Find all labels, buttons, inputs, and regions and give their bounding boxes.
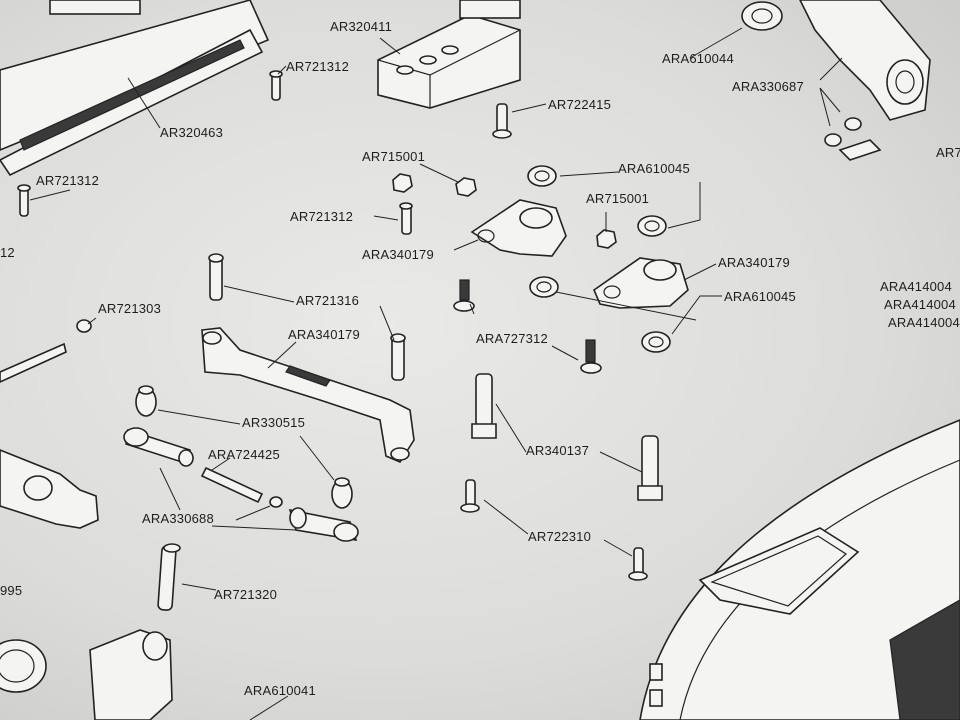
rod-end-ara330688-a bbox=[123, 427, 194, 467]
label-ar722310: AR722310 bbox=[528, 529, 592, 544]
label-ar340137: AR340137 bbox=[526, 443, 590, 458]
drive-shaft-left bbox=[0, 342, 99, 529]
label-ar715001-a: AR715001 bbox=[362, 149, 426, 164]
label-ara610041: ARA610041 bbox=[244, 683, 316, 698]
nut-ar715001-c bbox=[596, 229, 617, 249]
pin-ar721312-center bbox=[399, 202, 413, 235]
label-ara610044: ARA610044 bbox=[662, 51, 734, 66]
ball-end-ar330515-b bbox=[331, 477, 353, 509]
label-ara724425: ARA724425 bbox=[208, 447, 280, 462]
bearing-ara610045-4 bbox=[641, 331, 671, 353]
ball-stud-ara727312-a bbox=[453, 279, 475, 312]
label-ar320411: AR320411 bbox=[330, 19, 393, 34]
drag-link-ara340179 bbox=[201, 327, 415, 464]
nut-ar715001-b bbox=[455, 177, 477, 197]
label-edge-ar7: AR7 bbox=[936, 145, 960, 160]
label-ara330688: ARA330688 bbox=[142, 511, 214, 526]
label-ar715001-b: AR715001 bbox=[586, 191, 650, 206]
knuckle-part-ara330687 bbox=[741, 0, 931, 161]
arm-part-ar320463 bbox=[0, 0, 270, 177]
hub-ara610041 bbox=[0, 629, 173, 720]
label-ara610045-a: ARA610045 bbox=[618, 161, 690, 176]
label-ar721312-top: AR721312 bbox=[286, 59, 350, 74]
label-ara340179-a: ARA340179 bbox=[362, 247, 434, 262]
rod-ara724425 bbox=[200, 466, 264, 504]
pin-ar721316-right bbox=[390, 333, 406, 381]
pin-ar722415 bbox=[492, 103, 512, 139]
rod-end-ara330688-b bbox=[288, 507, 359, 542]
label-ara610045-b: ARA610045 bbox=[724, 289, 796, 304]
label-ar330515: AR330515 bbox=[242, 415, 306, 430]
body-shell-right bbox=[639, 419, 960, 720]
label-edge-12: 12 bbox=[0, 245, 15, 260]
ball-stud-ara727312-b bbox=[580, 339, 602, 374]
bolt-ar340137-a bbox=[471, 373, 497, 439]
steering-crank-lower bbox=[593, 257, 689, 309]
label-ar721316: AR721316 bbox=[296, 293, 360, 308]
label-ara340179-b: ARA340179 bbox=[718, 255, 790, 270]
label-ara414004-a: ARA414004 bbox=[880, 279, 952, 294]
bearing-ara610045-1 bbox=[527, 165, 557, 187]
mount-block-ar320411 bbox=[377, 0, 521, 109]
label-ar722415: AR722415 bbox=[548, 97, 612, 112]
pin-ar721320 bbox=[157, 543, 181, 611]
bolt-ar340137-b bbox=[637, 435, 663, 501]
washer bbox=[269, 496, 283, 508]
pin-ar721312-left bbox=[17, 184, 31, 217]
ball-end-ar330515-a bbox=[135, 385, 157, 417]
label-ara727312: ARA727312 bbox=[476, 331, 548, 346]
label-ar320463: AR320463 bbox=[160, 125, 224, 140]
pin-ar721316-left bbox=[208, 253, 224, 301]
pin-ar721312-top bbox=[269, 70, 283, 101]
label-ara414004-c: ARA414004 bbox=[888, 315, 960, 330]
bearing-ara610045-3 bbox=[529, 276, 559, 298]
label-edge-995: 995 bbox=[0, 583, 23, 598]
label-ara414004-b: ARA414004 bbox=[884, 297, 956, 312]
label-ar721312-center: AR721312 bbox=[290, 209, 354, 224]
label-ara340179-c: ARA340179 bbox=[288, 327, 360, 342]
label-ar721320: AR721320 bbox=[214, 587, 278, 602]
label-ar721303: AR721303 bbox=[98, 301, 162, 316]
screw-ar722310-a bbox=[460, 479, 480, 513]
steering-crank-upper bbox=[470, 199, 567, 257]
label-ar721312-left: AR721312 bbox=[36, 173, 100, 188]
label-ara330687: ARA330687 bbox=[732, 79, 804, 94]
leader-lines bbox=[29, 27, 843, 720]
pin-ar721303 bbox=[76, 319, 92, 333]
screw-ar722310-b bbox=[628, 547, 648, 581]
bearing-ara610045-2 bbox=[637, 215, 667, 237]
nut-ar715001-a bbox=[392, 173, 413, 193]
